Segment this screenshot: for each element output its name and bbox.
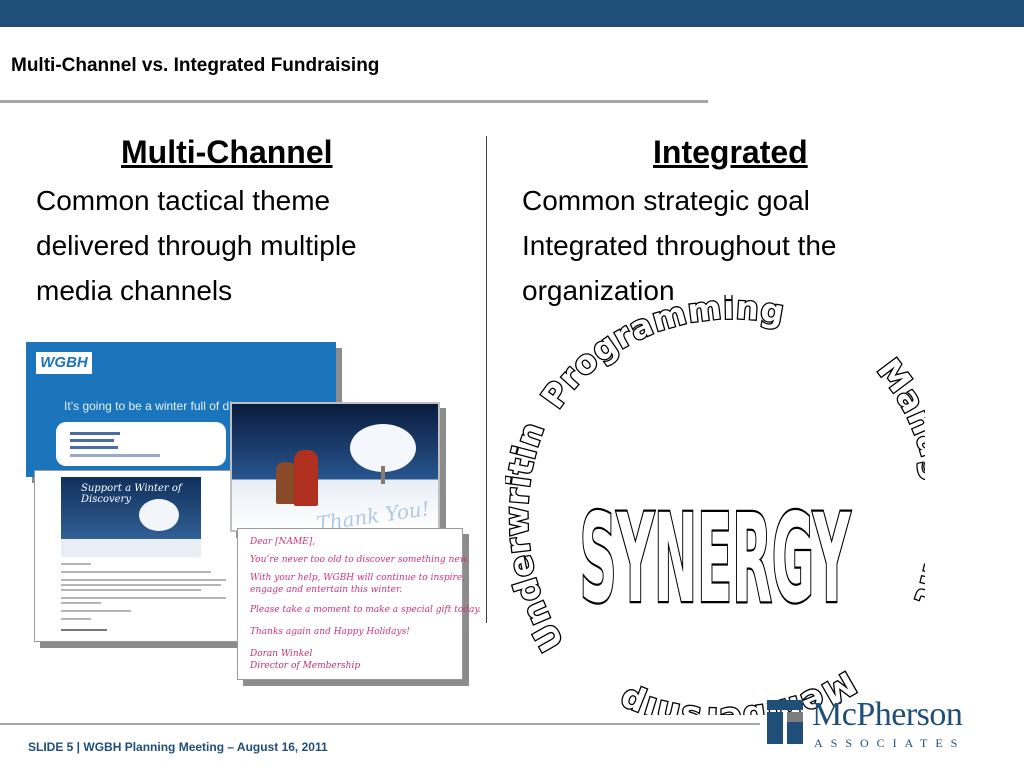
note-line: engage and entertain this winter. (250, 585, 403, 595)
note-signature: Doran Winkel (250, 649, 313, 659)
letter-photo: Support a Winter of Discovery (61, 477, 201, 557)
multi-channel-line-3: media channels (36, 275, 233, 306)
note-line: With your help, WGBH will continue to in… (250, 573, 466, 583)
wgbh-logo: WGBH (36, 352, 92, 374)
title-underline (0, 100, 708, 103)
letter-caption: Support a Winter of Discovery (81, 483, 182, 505)
top-bar (0, 0, 1024, 27)
note-line: Dear [NAME], (250, 537, 316, 547)
integrated-heading: Integrated (653, 134, 808, 170)
synergy-word-left: Underwriting (505, 295, 571, 658)
slide-title: Multi-Channel vs. Integrated Fundraising (11, 55, 380, 76)
note-line: You’re never too old to discover somethi… (250, 555, 470, 565)
synergy-ring: Programming Management Membership Underw… (505, 295, 925, 715)
slide-footer: SLIDE 5 | WGBH Planning Meeting – August… (28, 740, 328, 754)
synergy-word-top: Programming (534, 295, 788, 415)
thank-you-card-image: Thank You! (230, 402, 440, 532)
multi-channel-heading: Multi-Channel (121, 134, 333, 170)
note-signature-title: Director of Membership (250, 661, 361, 671)
logo-mark-icon (767, 700, 803, 744)
synergy-word-right: Management (870, 352, 925, 611)
logo-name: McPherson (812, 696, 963, 733)
note-line: Thanks again and Happy Holidays! (250, 627, 410, 637)
handwritten-note-image: Dear [NAME], You’re never too old to dis… (237, 528, 481, 680)
integrated-line-3: organization (522, 275, 675, 306)
envelope-message: It’s going to be a winter full of discov… (64, 399, 264, 413)
synergy-center-text: SYNERGY (580, 489, 851, 631)
integrated-line-2: Integrated throughout the (522, 230, 837, 261)
integrated-line-1: Common strategic goal (522, 185, 810, 216)
multi-channel-line-2: delivered through multiple (36, 230, 357, 261)
note-line: Please take a moment to make a special g… (250, 605, 482, 615)
multi-channel-line-1: Common tactical theme (36, 185, 331, 216)
logo-subtitle: ASSOCIATES (814, 736, 966, 750)
thank-you-text: Thank You! (314, 496, 432, 532)
appeal-letter-image: Support a Winter of Discovery (34, 470, 248, 642)
envelope-address-window (56, 422, 226, 466)
column-divider (486, 136, 487, 623)
mcpherson-logo: McPherson ASSOCIATES (760, 692, 990, 756)
footer-rule (0, 723, 760, 725)
